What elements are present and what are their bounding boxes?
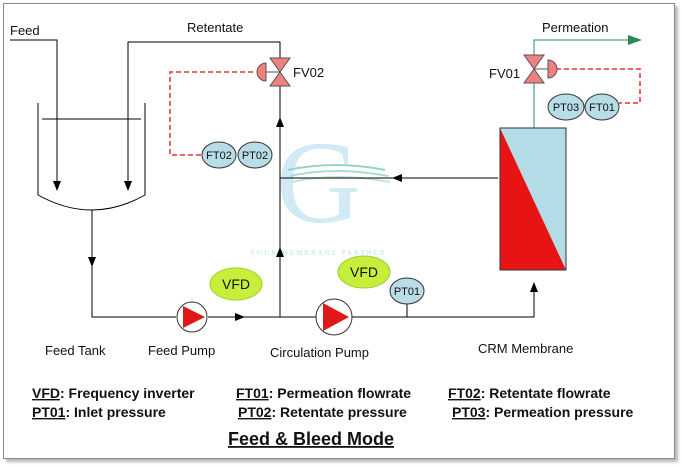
legend: VFD: Frequency inverter FT01: Permeation…: [32, 385, 634, 420]
legend-pt02-key: PT02: [238, 404, 272, 420]
crm-membrane: [499, 127, 567, 271]
fv02-label: FV02: [293, 65, 324, 80]
fv02-signal-line: [169, 71, 253, 156]
feed-tank: [37, 103, 146, 211]
pt01-tag: PT01: [394, 286, 420, 298]
circulation-pump[interactable]: [315, 298, 353, 336]
legend-ft01: FT01: Permeation flowrate: [236, 385, 411, 401]
pt02-tag: PT02: [242, 150, 268, 162]
legend-pt03-key: PT03: [452, 404, 486, 420]
watermark-letter: G: [276, 117, 361, 248]
legend-pt02-desc: : Retentate pressure: [271, 404, 407, 420]
legend-pt03: PT03: Permeation pressure: [452, 404, 634, 420]
vfd-circulation-pump[interactable]: VFD: [337, 255, 391, 289]
ft02-tag: FT02: [206, 150, 232, 162]
fv01-valve[interactable]: [523, 54, 558, 84]
legend-ft02: FT02: Retentate flowrate: [448, 385, 611, 401]
feed-label: Feed: [10, 23, 40, 38]
retentate-label: Retentate: [187, 20, 243, 35]
watermark-tagline: YOUR MEMBRANE PARTNER: [250, 249, 387, 257]
fv02-valve[interactable]: [256, 57, 291, 87]
pt02-instrument[interactable]: PT02: [237, 141, 273, 169]
legend-ft01-desc: : Permeation flowrate: [269, 385, 412, 401]
legend-pt01-key: PT01: [32, 404, 66, 420]
legend-pt02: PT02: Retentate pressure: [238, 404, 407, 420]
ft02-instrument[interactable]: FT02: [201, 141, 237, 169]
permeation-label: Permeation: [542, 20, 608, 35]
ft01-instrument[interactable]: FT01: [584, 93, 620, 121]
fv01-label: FV01: [489, 66, 520, 81]
vfd-feed-pump-tag: VFD: [222, 276, 250, 292]
legend-pt01: PT01: Inlet pressure: [32, 404, 166, 420]
feed-inlet-line: [10, 39, 61, 191]
pt03-tag: PT03: [553, 102, 579, 114]
legend-vfd-desc: : Frequency inverter: [60, 385, 195, 401]
legend-pt01-desc: : Inlet pressure: [65, 404, 166, 420]
legend-ft02-desc: : Retentate flowrate: [481, 385, 611, 401]
legend-vfd: VFD: Frequency inverter: [32, 385, 195, 401]
feed-pump-suction-line: [91, 266, 176, 318]
pt01-instrument[interactable]: PT01: [389, 277, 425, 305]
legend-ft02-key: FT02: [448, 385, 481, 401]
permeate-line: [533, 39, 640, 130]
pt03-instrument[interactable]: PT03: [547, 93, 585, 121]
diagram-title: Feed & Bleed Mode: [228, 429, 394, 449]
vfd-circulation-pump-tag: VFD: [350, 264, 378, 280]
legend-pt03-desc: : Permeation pressure: [485, 404, 633, 420]
feed-pump[interactable]: [176, 301, 208, 333]
circulation-pump-label: Circulation Pump: [270, 345, 369, 360]
feed-tank-label: Feed Tank: [45, 343, 106, 358]
ft01-tag: FT01: [589, 102, 615, 114]
crm-membrane-label: CRM Membrane: [478, 341, 573, 356]
vfd-feed-pump[interactable]: VFD: [209, 267, 263, 301]
fv01-signal-line: [556, 68, 641, 104]
membrane-feed-line: [350, 282, 538, 318]
permeate-arrow: [628, 35, 642, 45]
watermark-logo: G YOUR MEMBRANE PARTNER: [250, 117, 391, 257]
legend-vfd-key: VFD: [32, 385, 60, 401]
feed-pump-label: Feed Pump: [148, 343, 215, 358]
legend-ft01-key: FT01: [236, 385, 269, 401]
